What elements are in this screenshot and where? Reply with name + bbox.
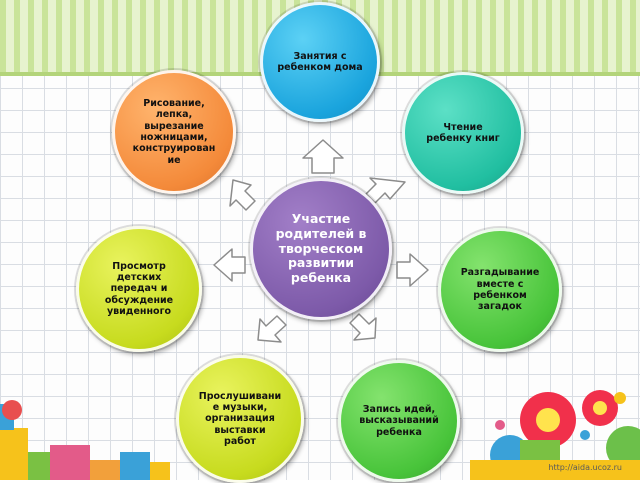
- node-left: Просмотр детских передач и обсуждение ув…: [76, 226, 202, 352]
- center-circle: Участие родителей в творческом развитии …: [250, 178, 392, 320]
- node-left-text: Просмотр детских передач и обсуждение ув…: [104, 260, 174, 318]
- node-top-text: Занятия с ребенком дома: [277, 50, 363, 73]
- watermark-url: http://aida.ucoz.ru: [548, 463, 622, 472]
- node-right: Разгадывание вместе с ребенком загадок: [438, 228, 562, 352]
- arrow-right: [396, 253, 429, 287]
- arrow-left: [213, 248, 246, 282]
- node-bottom-right: Запись идей, высказываний ребенка: [338, 360, 460, 482]
- node-right-text: Разгадывание вместе с ребенком загадок: [460, 267, 540, 313]
- node-top-left-text: Рисование, лепка, вырезание ножницами, к…: [132, 97, 216, 166]
- node-top-right: Чтение ребенку книг: [402, 72, 524, 194]
- node-top-left: Рисование, лепка, вырезание ножницами, к…: [112, 70, 236, 194]
- arrow-bottom-left: [257, 315, 287, 343]
- center-circle-text: Участие родителей в творческом развитии …: [275, 211, 367, 286]
- node-bottom-right-text: Запись идей, высказываний ребенка: [359, 403, 439, 438]
- node-bottom-left-text: Прослушивани е музыки, организация выста…: [198, 390, 282, 448]
- node-bottom-left: Прослушивани е музыки, организация выста…: [176, 355, 304, 483]
- node-top-right-text: Чтение ребенку книг: [426, 121, 500, 144]
- arrow-top-left: [229, 179, 256, 211]
- arrow-top: [302, 139, 344, 174]
- arrow-bottom-right: [349, 313, 377, 341]
- node-top: Занятия с ребенком дома: [260, 2, 380, 122]
